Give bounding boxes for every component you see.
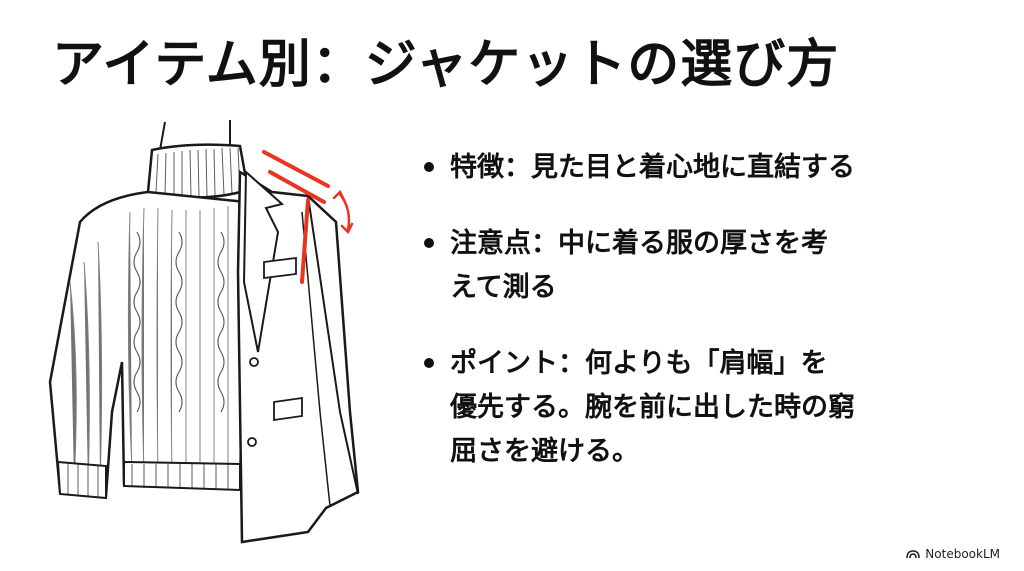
notebooklm-logo-icon <box>906 550 921 559</box>
jacket-illustration <box>48 120 360 544</box>
bullet-line: ポイント：何よりも「肩幅」を <box>450 348 828 379</box>
jacket-button <box>249 357 259 367</box>
jacket-sleeve <box>307 195 359 495</box>
bullet-feature: 特徴：見た目と着心地に直結する <box>420 146 980 190</box>
shoulder-arrow-icon <box>332 189 354 235</box>
hip-pocket <box>273 396 303 422</box>
sweater-body <box>48 190 248 498</box>
bullet-line: 屈さを避ける。 <box>450 436 639 467</box>
bullet-line: えて測る <box>450 272 557 303</box>
bullet-dot <box>424 358 434 368</box>
jacket-button <box>247 437 257 447</box>
sweater-cuff <box>56 460 107 500</box>
bullet-caution: 注意点：中に着る服の厚さを考 えて測る <box>420 222 980 310</box>
brand-watermark: NotebookLM <box>906 547 1000 561</box>
bullet-line: 特徴：見た目と着心地に直結する <box>450 152 855 183</box>
brand-label: NotebookLM <box>925 547 1000 561</box>
bullet-line: 注意点：中に着る服の厚さを考 <box>450 228 828 259</box>
sweater-hem <box>123 460 241 492</box>
bullet-point: ポイント：何よりも「肩幅」を 優先する。腕を前に出した時の窮 屈さを避ける。 <box>420 342 980 474</box>
jacket-lapel <box>242 169 285 353</box>
bullet-dot <box>424 162 434 172</box>
chest-pocket <box>263 256 297 280</box>
bullet-list: 特徴：見た目と着心地に直結する 注意点：中に着る服の厚さを考 えて測る ポイント… <box>420 146 980 474</box>
bullet-dot <box>424 238 434 248</box>
slide-title: アイテム別：ジャケットの選び方 <box>52 35 840 95</box>
bullet-line: 優先する。腕を前に出した時の窮 <box>450 392 855 423</box>
shoulder-highlight <box>262 150 330 284</box>
neck-outline <box>159 120 231 151</box>
